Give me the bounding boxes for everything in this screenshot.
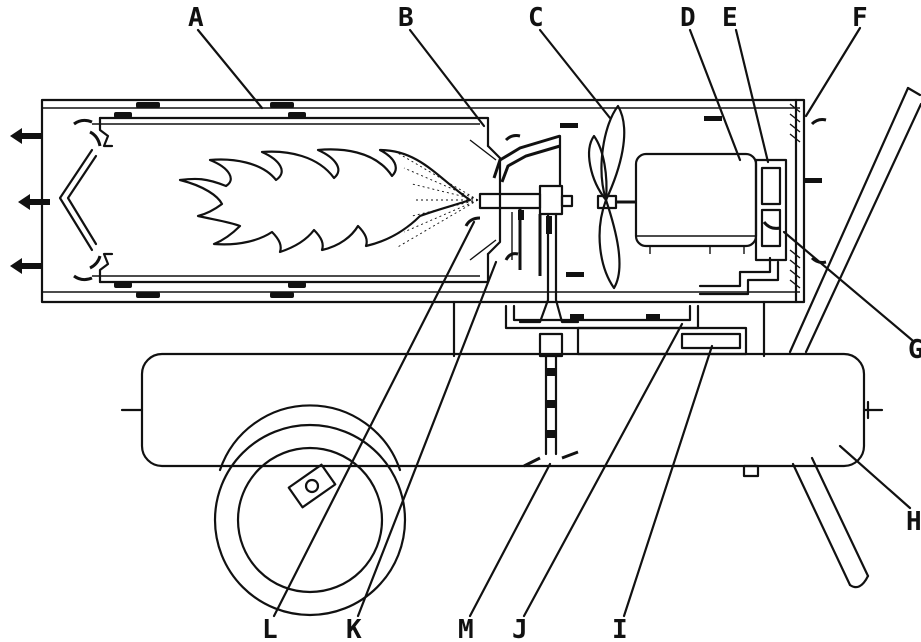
exit-arrows	[10, 128, 50, 274]
label-i: I	[612, 615, 628, 642]
label-e: E	[722, 3, 738, 33]
rear-grille	[789, 103, 801, 289]
label-a: A	[188, 3, 204, 33]
leader-k	[356, 260, 498, 618]
label-f: F	[852, 3, 868, 33]
label-g: G	[908, 335, 921, 365]
leader-c	[538, 28, 612, 120]
motor	[634, 152, 758, 254]
leader-g	[782, 230, 914, 342]
wheel	[213, 404, 407, 617]
fuel-tank	[120, 352, 884, 478]
frame	[452, 300, 766, 358]
leader-d	[688, 28, 742, 162]
leader-h	[838, 444, 912, 510]
nozzle-assembly	[478, 134, 580, 324]
label-j: J	[512, 615, 528, 642]
label-l: L	[262, 615, 278, 642]
upper-housing	[10, 98, 827, 324]
label-k: K	[346, 615, 362, 642]
leader-f	[804, 26, 862, 118]
leader-e	[734, 28, 770, 164]
fuel-spray	[395, 151, 479, 249]
flame	[178, 148, 479, 254]
label-d: D	[680, 3, 696, 33]
label-b: B	[398, 3, 414, 33]
label-h: H	[906, 507, 921, 537]
label-c: C	[528, 3, 544, 33]
internal-airflow-arrows	[560, 116, 822, 277]
handle	[788, 86, 921, 589]
pump-assembly	[698, 158, 788, 296]
leader-a	[196, 28, 264, 110]
leader-j	[522, 322, 684, 618]
front-deflector	[58, 148, 98, 252]
leader-lines	[196, 26, 914, 618]
combustion-chamber	[92, 116, 502, 284]
leader-i	[622, 344, 714, 618]
fan	[588, 104, 636, 290]
label-m: M	[458, 615, 474, 642]
chamber-clips	[114, 102, 306, 298]
part-labels: A B C D E F G H I J K L M	[188, 3, 921, 642]
leader-m	[468, 462, 552, 618]
leader-l	[272, 220, 476, 618]
leader-b	[408, 28, 486, 128]
curved-air-arrows	[73, 118, 827, 282]
